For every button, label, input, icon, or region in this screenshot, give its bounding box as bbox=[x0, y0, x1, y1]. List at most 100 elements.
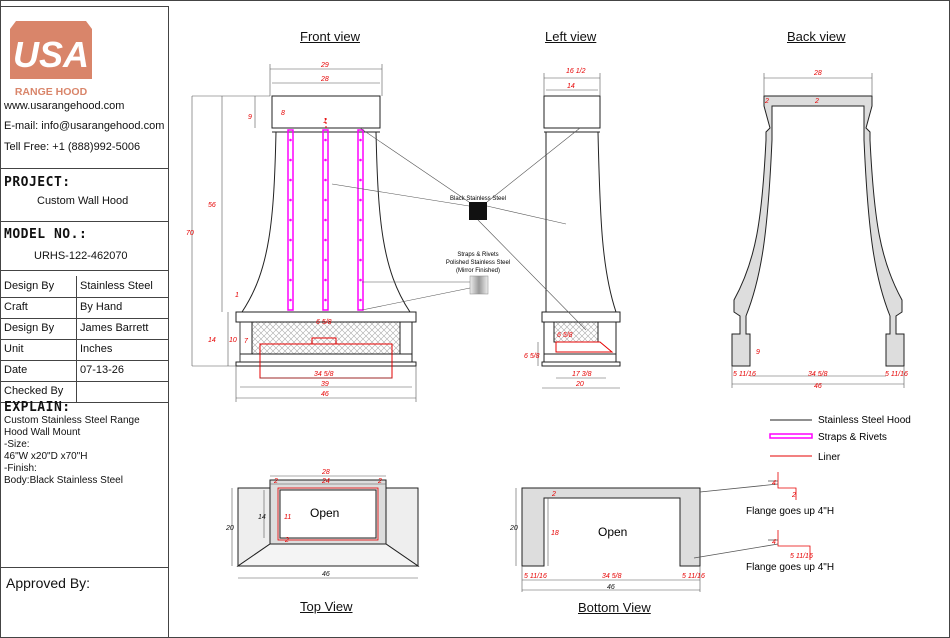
bottom-dimension-labels: 2 20 18 5 11/16 34 5/8 5 11/16 46 bbox=[509, 491, 705, 591]
explain-label: EXPLAIN: bbox=[4, 400, 71, 415]
dim-label: 34 5/8 bbox=[602, 573, 622, 580]
explain-line: -Size: bbox=[4, 439, 30, 450]
back-view bbox=[731, 95, 905, 367]
logo-subtext: RANGE HOOD bbox=[15, 86, 88, 98]
dim-label: 5 11/16 bbox=[682, 573, 705, 580]
flange-label-2: Flange goes up 4"H bbox=[746, 562, 834, 573]
dim-label: 5 11/16 bbox=[733, 371, 756, 378]
dim-label: 18 bbox=[551, 530, 559, 537]
dim-label: 17 3/8 bbox=[572, 371, 592, 378]
explain-text: Custom Stainless Steel Range Hood Wall M… bbox=[4, 415, 166, 487]
callout-label: Black Stainless Steel bbox=[450, 196, 506, 202]
dim-label: 1 bbox=[235, 292, 239, 299]
detail-divider bbox=[76, 360, 77, 381]
rivet-row bbox=[289, 138, 362, 302]
back-shell bbox=[731, 95, 905, 367]
dim-label: 4 bbox=[772, 539, 776, 546]
detail-value: Stainless Steel bbox=[80, 280, 153, 292]
callout-label: Straps & Rivets bbox=[457, 252, 498, 258]
left-dimension-labels: 16 1/2 14 6 5/8 6 5/8 17 3/8 20 bbox=[524, 68, 592, 388]
explain-line: -Finish: bbox=[4, 463, 37, 474]
dim-label: 9 bbox=[756, 349, 760, 356]
dim-label: 14 bbox=[208, 337, 216, 344]
dim-label: 6 5/8 bbox=[524, 353, 540, 360]
flange-detail-1 bbox=[699, 472, 797, 500]
dim-label: 2 bbox=[284, 537, 289, 544]
callout-straps-rivets: Straps & Rivets Polished Stainless Steel… bbox=[361, 252, 510, 311]
front-dimension-lines bbox=[191, 64, 417, 402]
explain-line: Body:Black Stainless Steel bbox=[4, 475, 123, 486]
phone: Tell Free: +1 (888)992-5006 bbox=[4, 141, 141, 153]
project-value: Custom Wall Hood bbox=[37, 195, 129, 207]
top-dimension-labels: 28 2 24 2 20 14 11 2 46 bbox=[225, 469, 382, 578]
callout-label: (Mirror Finished) bbox=[456, 268, 500, 274]
explain-line: Hood Wall Mount bbox=[4, 427, 81, 438]
dim-label: 56 bbox=[208, 202, 216, 209]
dim-label: 20 bbox=[575, 381, 584, 388]
dim-label: 34 5/8 bbox=[808, 371, 828, 378]
dim-label: 24 bbox=[321, 478, 330, 485]
detail-key: Craft bbox=[4, 301, 28, 313]
divider bbox=[0, 567, 168, 568]
website: www.usarangehood.com bbox=[4, 100, 125, 112]
dim-label: 2 bbox=[551, 491, 556, 498]
logo: USA RANGE HOOD bbox=[10, 21, 92, 98]
legend: Stainless Steel Hood Straps & Rivets Lin… bbox=[693, 415, 911, 573]
front-view bbox=[235, 95, 417, 379]
detail-key: Design By bbox=[4, 322, 55, 334]
top-dimension-lines bbox=[231, 475, 418, 579]
divider bbox=[0, 221, 168, 222]
dim-label: 46 bbox=[322, 571, 330, 578]
detail-value: James Barrett bbox=[80, 322, 149, 334]
detail-value: By Hand bbox=[80, 301, 123, 313]
detail-key: Design By bbox=[4, 280, 55, 292]
explain-line: 46"W x20"D x70"H bbox=[4, 451, 88, 462]
dim-label: 20 bbox=[509, 525, 518, 532]
detail-key: Unit bbox=[4, 343, 24, 355]
dim-label: 46 bbox=[607, 584, 615, 591]
dim-label: 2 bbox=[764, 98, 769, 105]
detail-divider bbox=[76, 276, 77, 297]
detail-divider bbox=[76, 297, 77, 318]
dim-label: 6 5/8 bbox=[557, 332, 573, 339]
divider bbox=[0, 168, 168, 169]
dim-label: 39 bbox=[321, 381, 329, 388]
flange-detail-2 bbox=[693, 530, 811, 560]
back-dimension-labels: 28 2 2 9 5 11/16 34 5/8 5 11/16 46 bbox=[733, 70, 908, 390]
detail-value: 07-13-26 bbox=[80, 364, 125, 376]
dim-label: 28 bbox=[813, 70, 822, 77]
dim-label: 29 bbox=[320, 62, 329, 69]
dim-label: 9 bbox=[248, 114, 252, 121]
divider bbox=[0, 270, 168, 271]
email: E-mail: info@usarangehood.com bbox=[4, 120, 165, 132]
legend-hood-label: Stainless Steel Hood bbox=[818, 415, 911, 426]
legend-straps-swatch bbox=[769, 433, 813, 439]
dim-label: 6 5/8 bbox=[316, 319, 332, 326]
dim-label: 11 bbox=[284, 514, 291, 521]
legend-liner-label: Liner bbox=[818, 452, 841, 463]
dim-label: 14 bbox=[567, 83, 575, 90]
detail-key: Checked By bbox=[4, 385, 64, 397]
dim-label: 2 bbox=[791, 492, 796, 499]
logo-text: USA bbox=[13, 34, 89, 75]
bottom-open-label: Open bbox=[598, 525, 627, 539]
dim-label: 46 bbox=[321, 391, 329, 398]
explain-line: Custom Stainless Steel Range bbox=[4, 415, 140, 426]
bottom-dimension-lines bbox=[515, 488, 701, 592]
dim-label: 34 5/8 bbox=[314, 371, 334, 378]
dim-label: 2 bbox=[273, 478, 278, 485]
dim-label: 7 bbox=[244, 338, 249, 345]
top-view-title: Top View bbox=[300, 599, 353, 614]
detail-row: Design By Stainless Steel bbox=[0, 276, 168, 298]
dim-label: 1 bbox=[323, 118, 327, 125]
dim-label: 14 bbox=[258, 514, 266, 521]
dim-label: 20 bbox=[225, 525, 234, 532]
dim-label: 16 1/2 bbox=[566, 68, 586, 75]
callout-black-stainless: Black Stainless Steel bbox=[331, 127, 587, 331]
detail-divider bbox=[76, 339, 77, 360]
detail-divider bbox=[76, 318, 77, 339]
model-label: MODEL NO.: bbox=[4, 227, 88, 242]
legend-straps-label: Straps & Rivets bbox=[818, 432, 887, 443]
